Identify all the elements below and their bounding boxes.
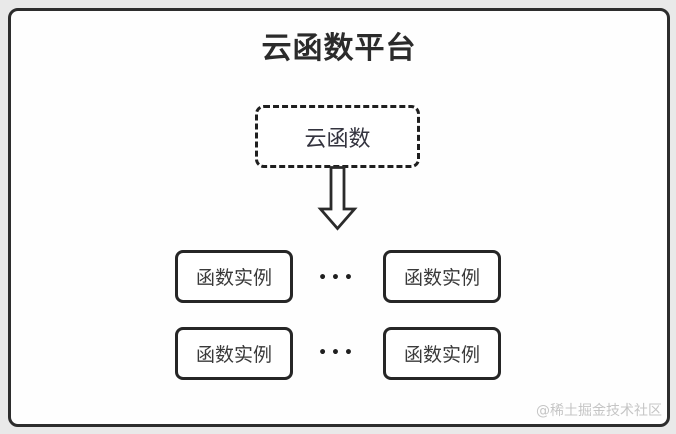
diagram-frame: 云函数平台 云函数 函数实例 ••• 函数实例 函数实例 ••• 函数实例 @稀… bbox=[8, 8, 670, 427]
function-instance-label: 函数实例 bbox=[195, 267, 272, 289]
cloud-function-node: 云函数 bbox=[255, 105, 420, 168]
cloud-function-label: 云函数 bbox=[304, 126, 371, 152]
watermark: @稀土掘金技术社区 bbox=[536, 403, 662, 419]
function-instance-node: 函数实例 bbox=[383, 327, 501, 380]
ellipsis-dots: ••• bbox=[318, 345, 357, 361]
function-instance-node: 函数实例 bbox=[383, 250, 501, 303]
function-instance-label: 函数实例 bbox=[403, 267, 480, 289]
down-block-arrow-icon bbox=[317, 166, 358, 231]
function-instance-label: 函数实例 bbox=[403, 344, 480, 366]
function-instance-node: 函数实例 bbox=[175, 327, 293, 380]
diagram-title: 云函数平台 bbox=[261, 31, 417, 66]
function-instance-label: 函数实例 bbox=[195, 344, 272, 366]
function-instance-node: 函数实例 bbox=[175, 250, 293, 303]
ellipsis-dots: ••• bbox=[318, 270, 357, 286]
